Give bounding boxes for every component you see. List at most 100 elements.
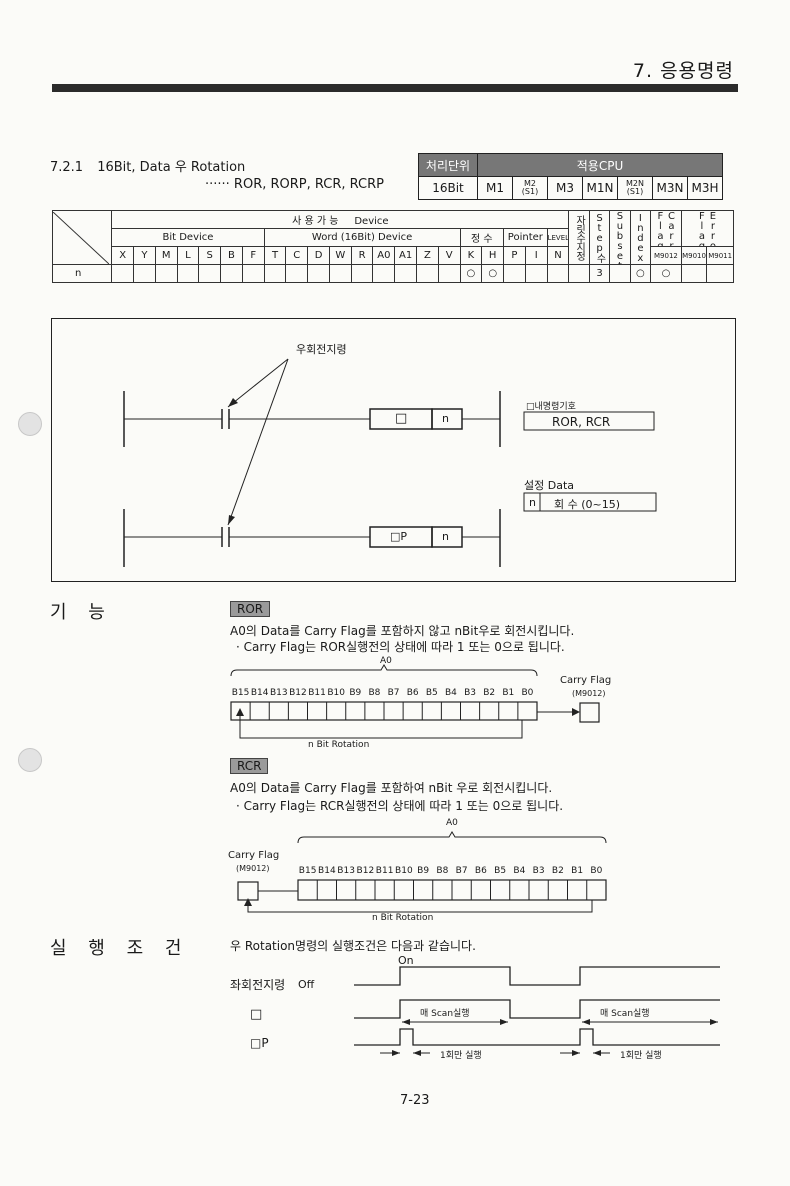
device-table: 사 용 가 능 Device 자릿수지정 Step수 Subset Index … [51, 210, 735, 283]
each-scan-label-2: 매 Scan실행 [600, 1009, 650, 1019]
cpu-cell: M2(S1) [512, 176, 548, 200]
section-number: 7.2.1 [50, 160, 84, 175]
ror-bit-labels: B15 B14 B13 B12 B11 B10 B9 B8 B7 B6 B5 B… [231, 688, 537, 698]
ladder-box-1: □ [395, 411, 408, 426]
ror-desc-2: · Carry Flag는 ROR실행전의 상태에 따라 1 또는 0으로 됩니… [236, 640, 565, 654]
ladder-lines [123, 358, 657, 567]
cpu-unit-value: 16Bit [418, 176, 478, 200]
rcr-carry-number: (M9012) [236, 864, 270, 873]
section-subtitle: ······ ROR, RORP, RCR, RCRP [205, 177, 384, 192]
cpu-cell: M3 [547, 176, 583, 200]
bit-label: B4 [513, 866, 526, 876]
bit-label: B15 [231, 688, 250, 698]
ladder-n-2: n [442, 530, 449, 543]
error-header: Error Flag [680, 210, 735, 247]
cpu-header: 적용CPU [477, 153, 723, 177]
cpu-cell: M1 [477, 176, 513, 200]
col-m: M [154, 246, 178, 265]
bit-label: B0 [590, 866, 603, 876]
ror-carry-number: (M9012) [572, 689, 606, 698]
header-rule [52, 84, 738, 92]
bit-label: B15 [298, 866, 317, 876]
cpu-unit-header: 처리단위 [418, 153, 478, 177]
rcr-a0-label: A0 [446, 818, 458, 828]
rcr-tag: RCR [230, 758, 269, 774]
section-name: 16Bit, Data 우 Rotation [97, 160, 246, 175]
rcr-desc-2: · Carry Flag는 RCR실행전의 상태에 따라 1 또는 0으로 됩니… [236, 799, 564, 813]
cpu-cell: M3N [652, 176, 688, 200]
bit-label: B13 [269, 688, 288, 698]
rcr-rotation-label: n Bit Rotation [372, 913, 434, 923]
corner-cell [51, 210, 113, 265]
function-heading: 기 능 [50, 602, 113, 623]
bit-label: B12 [289, 688, 307, 698]
bit-label: B9 [417, 866, 430, 876]
cpu-cell: M1N [582, 176, 618, 200]
ror-tag: ROR [230, 601, 271, 617]
bit-label: B2 [483, 688, 496, 698]
bit-label: B12 [356, 866, 375, 876]
col-y: Y [133, 246, 156, 265]
bit-label: B3 [532, 866, 545, 876]
carry-usable-mark: ○ [650, 264, 682, 283]
timing-row-2-label: □ [250, 1007, 263, 1022]
index-usable-mark: ○ [629, 264, 652, 283]
once-label-2: 1회만 실행 [620, 1051, 662, 1061]
bit-label: B8 [368, 688, 381, 698]
rcr-bit-labels: B15 B14 B13 B12 B11 B10 B9 B8 B7 B6 B5 B… [298, 866, 606, 876]
bit-label: B5 [425, 688, 438, 698]
bit-label: B4 [444, 688, 457, 698]
command-symbol-value: ROR, RCR [552, 415, 611, 429]
setting-data-label: 설정 Data [524, 479, 575, 492]
each-scan-label-1: 매 Scan실행 [420, 1009, 470, 1019]
rcr-desc-1: A0의 Data를 Carry Flag를 포함하여 nBit 우로 회전시킵니… [230, 781, 553, 795]
bit-label: B1 [571, 866, 584, 876]
timing-row-1-label: 좌회전지령 [230, 978, 286, 992]
binder-hole [18, 412, 42, 436]
index-header: Index [629, 210, 652, 265]
timing-row-3-label: □P [250, 1036, 269, 1050]
bit-label: B6 [474, 866, 487, 876]
ror-carry-label: Carry Flag [560, 675, 612, 686]
carry-header: Carry Flag [650, 210, 682, 247]
exec-heading: 실 행 조 건 [50, 938, 190, 959]
ror-rotation-label: n Bit Rotation [308, 740, 370, 750]
bit-label: B1 [502, 688, 515, 698]
ladder-box-1p: □P [390, 530, 408, 543]
bit-label: B7 [455, 866, 468, 876]
setting-n: n [529, 496, 536, 509]
bit-label: B11 [375, 866, 394, 876]
bit-label: B10 [327, 688, 345, 698]
page-number: 7-23 [400, 1093, 430, 1108]
exec-desc: 우 Rotation명령의 실행조건은 다음과 같습니다. [230, 939, 476, 953]
bit-label: B2 [551, 866, 564, 876]
chapter-title: 7. 응용명령 [632, 60, 734, 82]
cpu-table: 처리단위 적용CPU 16Bit M1 M2(S1) M3 M1N M2N(S1… [418, 153, 723, 200]
bit-label: B8 [436, 866, 449, 876]
bit-label: B6 [406, 688, 419, 698]
bit-label: B7 [387, 688, 400, 698]
section-title: 7.2.1 16Bit, Data 우 Rotation [50, 156, 245, 175]
ror-desc-1: A0의 Data를 Carry Flag를 포함하지 않고 nBit우로 회전시… [230, 624, 575, 638]
timing-on: On [398, 954, 414, 967]
bit-label: B14 [250, 688, 269, 698]
step-count: 3 [588, 264, 611, 283]
binder-hole [18, 748, 42, 772]
bit-label: B5 [494, 866, 507, 876]
ror-a0-label: A0 [380, 656, 392, 666]
rcr-carry-label: Carry Flag [228, 850, 280, 861]
row-label-n: n [51, 264, 113, 283]
cpu-cell: M3H [687, 176, 723, 200]
bit-label: B3 [464, 688, 477, 698]
setting-n-desc: 회 수 (0~15) [554, 498, 621, 511]
bit-label: B13 [337, 866, 355, 876]
exec-command-label: 우회전지령 [296, 343, 347, 356]
command-symbol-label: □내명령기호 [526, 402, 576, 412]
ladder-n-1: n [442, 412, 449, 425]
bit-label: B11 [308, 688, 326, 698]
timing-off: Off [298, 978, 315, 991]
bit-label: B10 [395, 866, 413, 876]
bit-label: B9 [349, 688, 362, 698]
once-label-1: 1회만 실행 [440, 1051, 482, 1061]
